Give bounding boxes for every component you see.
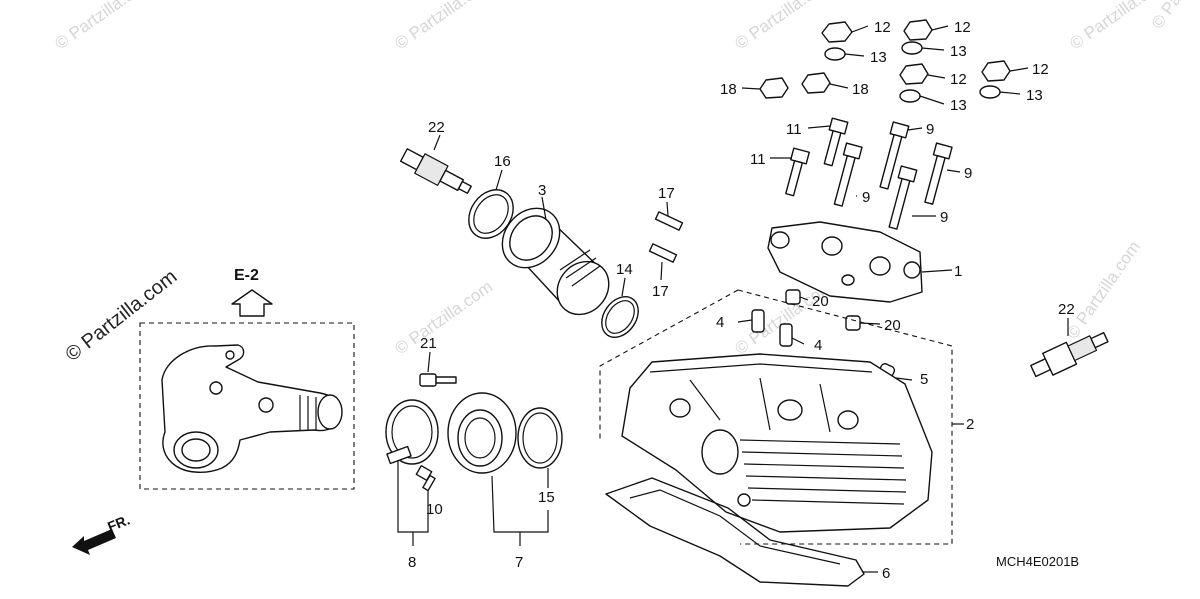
watermark: © Partzilla.com <box>1148 0 1200 32</box>
o-ring-16 <box>468 189 514 239</box>
rocker-arm-holder <box>767 221 923 303</box>
callout-12: 12 <box>1032 61 1049 78</box>
callout-1: 1 <box>954 263 962 280</box>
callout-10: 10 <box>426 501 443 518</box>
callout-18: 18 <box>852 81 869 98</box>
reference-label: E-2 <box>234 267 259 284</box>
callout-14: 14 <box>616 261 633 278</box>
reference-e2: E-2 <box>139 267 355 490</box>
thermostat-housing <box>161 344 343 473</box>
watermark: © Partzilla.com <box>51 0 156 53</box>
nuts-and-washers <box>759 19 1011 103</box>
watermark: © Partzilla.com <box>391 277 496 358</box>
callout-3: 3 <box>538 182 546 199</box>
callout-2: 2 <box>966 416 974 433</box>
callout-11: 11 <box>786 121 802 138</box>
front-direction: FR. <box>72 511 132 555</box>
reference-box <box>139 322 355 490</box>
front-label: FR. <box>105 511 132 534</box>
callout-13: 13 <box>950 43 967 60</box>
stud-bolts <box>648 211 684 263</box>
head-gasket <box>605 477 865 587</box>
assembly-bracket-2 <box>599 289 953 545</box>
callout-15: 15 <box>538 489 555 506</box>
callout-18: 18 <box>720 81 737 98</box>
callout-21: 21 <box>420 335 437 352</box>
up-arrow-icon <box>231 289 273 317</box>
callout-7: 7 <box>515 554 523 571</box>
callout-13: 13 <box>950 97 967 114</box>
diagram-code: MCH4E0201B <box>996 554 1079 569</box>
callout-22: 22 <box>1058 301 1075 318</box>
callout-labels: 1 2 3 4 4 5 6 7 8 9 9 9 9 10 11 11 12 12… <box>408 19 1075 582</box>
o-ring-14 <box>601 296 639 338</box>
callout-9: 9 <box>926 121 934 138</box>
leader-lines <box>397 25 1069 573</box>
callout-9: 9 <box>964 165 972 182</box>
front-arrow-icon <box>72 529 116 555</box>
watermark: © Partzilla.com <box>1063 238 1144 343</box>
callout-8: 8 <box>408 554 416 571</box>
spark-plug-upper <box>399 148 472 195</box>
callout-13: 13 <box>1026 87 1043 104</box>
intake-insulator-group <box>385 373 563 492</box>
callout-6: 6 <box>882 565 890 582</box>
cylinder-head <box>621 353 933 533</box>
spark-plug-right <box>1030 331 1109 378</box>
watermark: © Partzilla.com <box>391 0 496 53</box>
side-watermark: © Partzilla.com <box>62 266 182 366</box>
bolts <box>785 117 953 230</box>
callout-13: 13 <box>870 49 887 66</box>
callout-20: 20 <box>812 293 829 310</box>
callout-12: 12 <box>954 19 971 36</box>
watermark: © Partzilla.com <box>731 0 836 53</box>
callout-9: 9 <box>862 189 870 206</box>
callout-16: 16 <box>494 153 511 170</box>
callout-17: 17 <box>658 185 675 202</box>
callout-12: 12 <box>874 19 891 36</box>
callout-4: 4 <box>814 337 822 354</box>
callout-11: 11 <box>750 151 766 168</box>
callout-4: 4 <box>716 314 724 331</box>
callout-22: 22 <box>428 119 445 136</box>
callout-9: 9 <box>940 209 948 226</box>
callout-5: 5 <box>920 371 928 388</box>
callout-17: 17 <box>652 283 669 300</box>
intake-pipe <box>501 207 610 316</box>
callout-12: 12 <box>950 71 967 88</box>
callout-20: 20 <box>884 317 901 334</box>
